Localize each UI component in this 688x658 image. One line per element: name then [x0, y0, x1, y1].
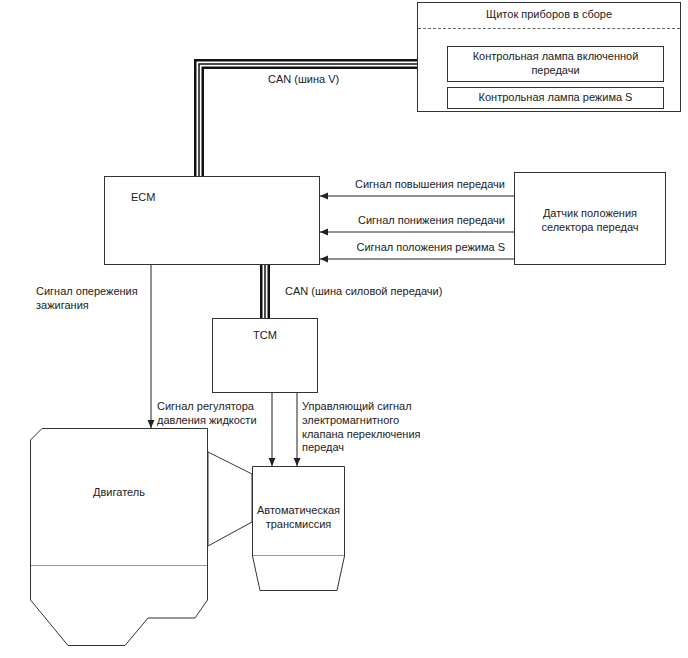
node-label: Автоматическая трансмиссия	[255, 504, 342, 532]
signal-line	[320, 193, 514, 200]
arrowhead	[294, 458, 301, 466]
node-label: Датчик положения селектора передач	[525, 207, 655, 235]
signal-label: Сигнал опережения зажигания	[36, 285, 146, 313]
signal-line	[320, 256, 514, 263]
can-bus-line	[265, 265, 266, 318]
signal-label: CAN (шина силовой передачи)	[285, 285, 475, 299]
ecm-box: ECM	[104, 176, 320, 265]
assembly-panel: Щиток приборов в сбореКонтрольная лампа …	[417, 2, 681, 112]
indicator-lamp-box: Контрольная лампа режима S	[447, 87, 664, 109]
node-label: TCM	[213, 329, 317, 343]
signal-label: Управляющий сигнал электромагнитного кла…	[302, 400, 430, 455]
transmission-shape: Автоматическая трансмиссия	[252, 466, 345, 591]
signal-line	[320, 229, 514, 236]
arrowhead	[148, 420, 155, 428]
tcm-box: TCM	[212, 318, 318, 393]
signal-line	[148, 265, 155, 428]
can-bus-line	[199, 64, 417, 176]
arrowhead	[269, 458, 276, 466]
signal-label: Сигнал понижения передачи	[330, 214, 505, 228]
node-label: Щиток приборов в сборе	[418, 8, 680, 29]
signal-label: Сигнал повышения передачи	[330, 178, 505, 192]
arrowhead	[320, 229, 328, 236]
bellhousing-adapter	[208, 452, 252, 546]
node-label: Двигатель	[36, 486, 202, 500]
arrowhead	[320, 256, 328, 263]
signal-label: CAN (шина V)	[268, 73, 388, 87]
signal-label: Сигнал регулятора давления жидкости	[157, 400, 267, 428]
signal-line	[269, 393, 276, 466]
signal-label: Сигнал положения режима S	[330, 241, 505, 255]
arrowhead	[320, 193, 328, 200]
signal-line	[294, 393, 301, 466]
node-label: ECM	[131, 191, 319, 205]
sensor-box: Датчик положения селектора передач	[514, 172, 666, 265]
engine-shape-outline	[30, 428, 208, 646]
engine-shape: Двигатель	[30, 428, 208, 646]
node-label: Контрольная лампа режима S	[454, 91, 657, 105]
indicator-lamp-box: Контрольная лампа включенной передачи	[447, 46, 664, 82]
node-label: Контрольная лампа включенной передачи	[454, 50, 657, 78]
